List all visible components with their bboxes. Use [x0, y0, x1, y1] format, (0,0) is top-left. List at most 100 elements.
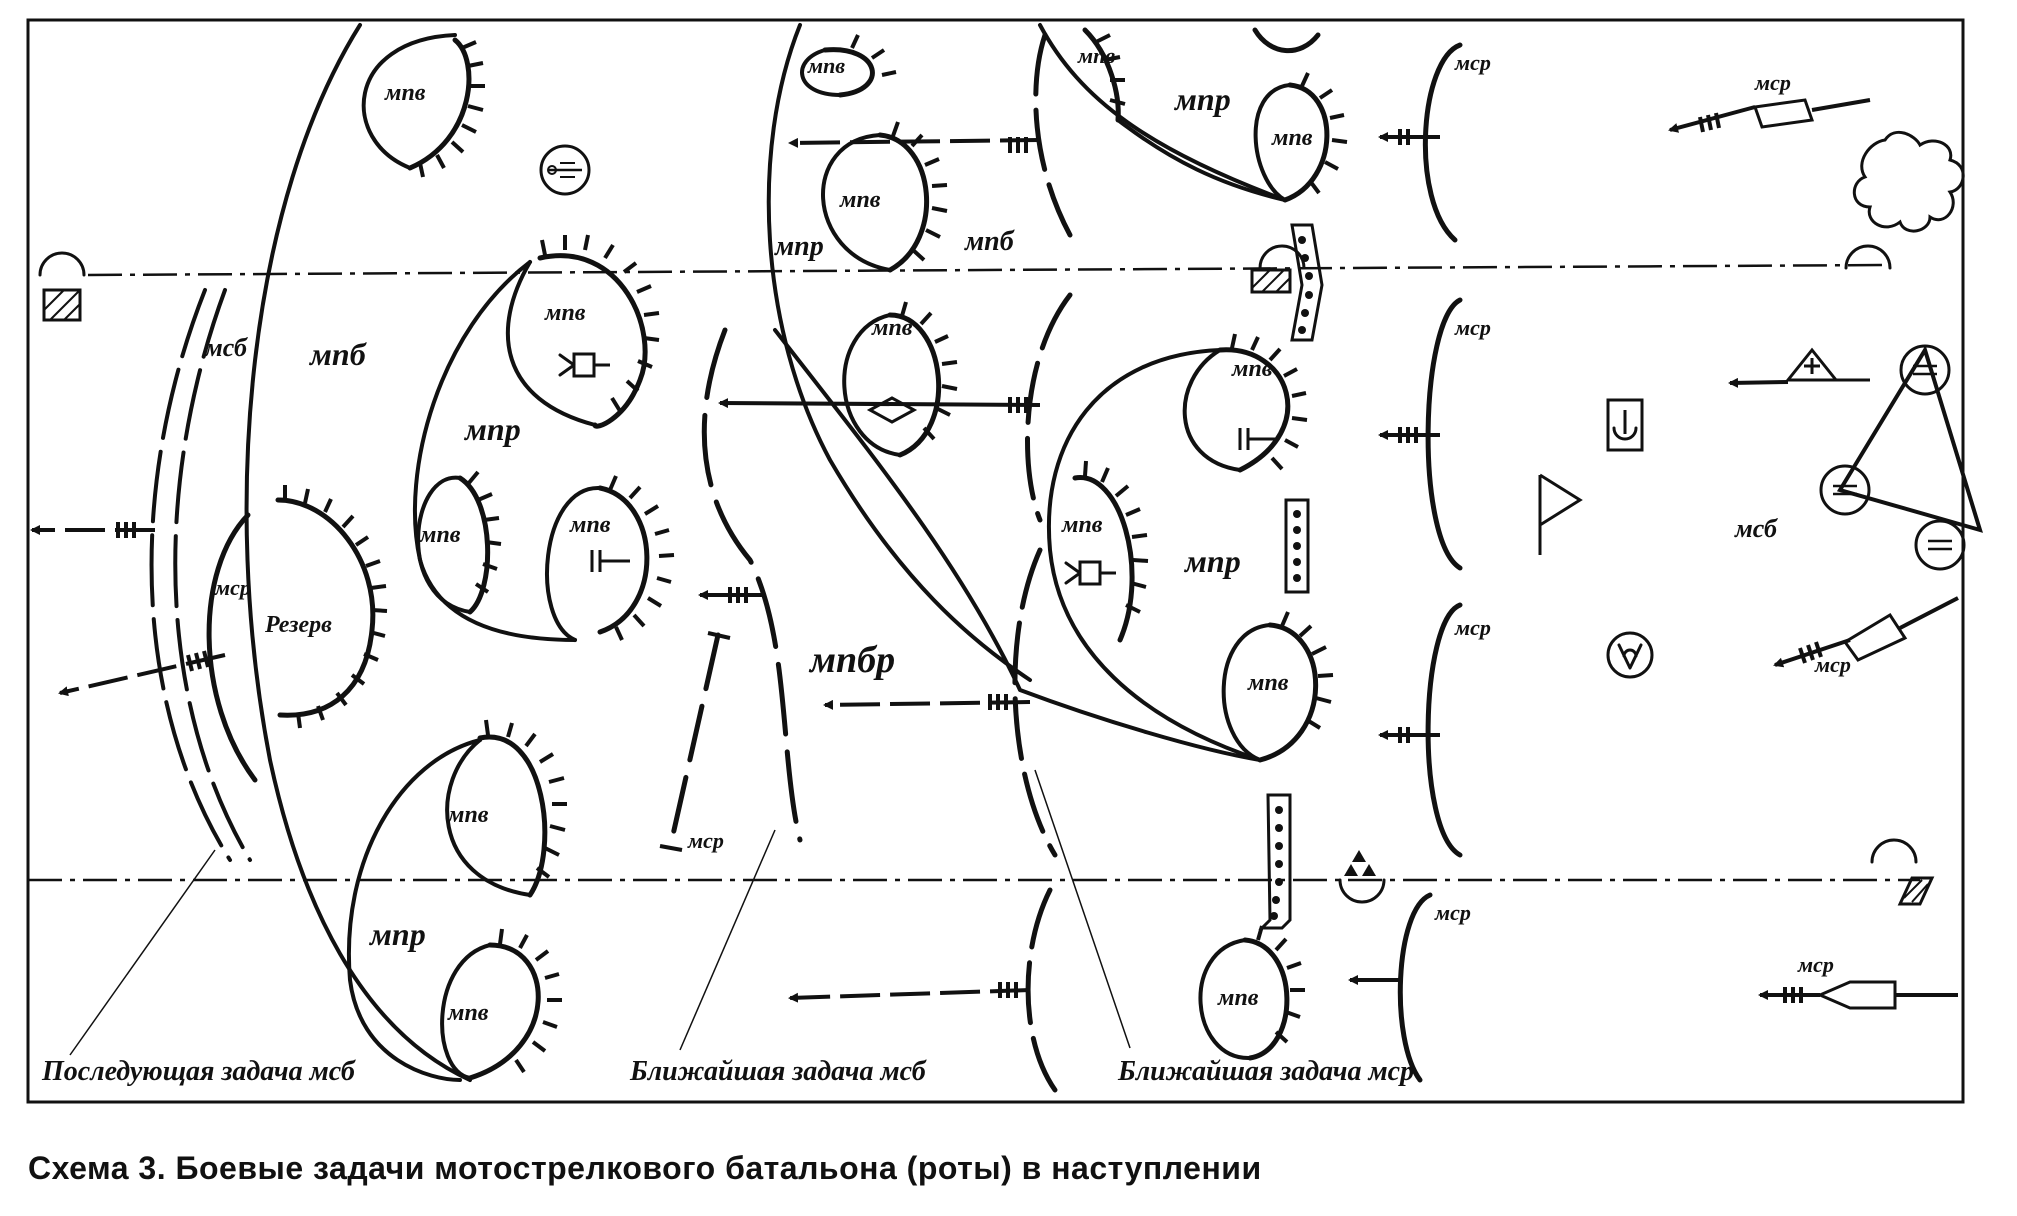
- label-mpb-2: мпб: [308, 336, 368, 372]
- label-mpv-3: мпв: [839, 187, 881, 213]
- reserve-arc: [275, 497, 376, 718]
- msr-dashed-bracket: [667, 632, 721, 851]
- label-msb-left: мсб: [204, 333, 248, 362]
- obstacle-barrier-upper: [1290, 223, 1324, 342]
- obstacle-barrier-middle: [1284, 498, 1310, 594]
- anchor-post-icon: [1606, 398, 1644, 452]
- label-msr-7: мср: [1797, 952, 1834, 977]
- label-mpv-10: мпв: [569, 512, 611, 538]
- msr-bracket-cap-bottom: [659, 844, 683, 852]
- attack-arrows: [30, 129, 1440, 1003]
- label-mpr-2: мпр: [774, 231, 824, 262]
- label-mpr-1: мпр: [1173, 81, 1231, 117]
- label-mpv-15: мпв: [1217, 985, 1259, 1011]
- label-reserve: Резерв: [264, 612, 332, 638]
- subsequent-task-line-outer: [149, 288, 232, 862]
- label-mpv-4: мпв: [1077, 43, 1115, 68]
- label-mpv-1: мпв: [384, 80, 426, 106]
- mpv-position-lower-1: [477, 719, 567, 898]
- label-mpv-2: мпв: [807, 53, 845, 78]
- msr-bracket-cap-top: [707, 631, 731, 640]
- obstacle-barrier-lower: [1258, 793, 1292, 930]
- label-msr-8: мср: [214, 575, 251, 600]
- flag-icon: [1538, 473, 1583, 555]
- post-symbol-lower-center: [1338, 850, 1386, 904]
- mpv-position-right-gun: [1217, 333, 1308, 473]
- mpv-position-bottom-center: [1198, 925, 1305, 1061]
- label-msr-3: мср: [1454, 315, 1491, 340]
- subsequent-task-line-inner: [173, 288, 252, 862]
- immediate-task-msr-line-bottom: [1025, 887, 1058, 1093]
- enemy-column-middle: [1773, 596, 1959, 668]
- mpv-position-left-middle: [416, 470, 502, 615]
- label-mpv-14: мпв: [447, 1000, 489, 1026]
- label-msr-2: мср: [1754, 70, 1791, 95]
- label-msr-4: мср: [1454, 615, 1491, 640]
- top-right-hatched-arc: [1252, 27, 1321, 53]
- label-msr-5: мср: [1814, 652, 1851, 677]
- mpv-position-right-lower: [1221, 611, 1334, 763]
- mpv-position-tank-right: [1064, 460, 1149, 643]
- label-mpr-4: мпр: [1183, 543, 1241, 579]
- mpr-loop-lower-link: [445, 738, 532, 897]
- label-mpr-5: мпр: [368, 916, 426, 952]
- post-symbol-right-lower: [1870, 838, 1935, 906]
- msr-bracket-top-right: [1422, 42, 1463, 243]
- mpv-position-top-right-small: [1082, 27, 1126, 123]
- leader-line-subsequent: [69, 849, 216, 1056]
- mpv-position-gun: [545, 475, 675, 642]
- observation-post-icon: [539, 144, 591, 196]
- immediate-task-msr-line-lower: [1012, 547, 1058, 858]
- command-post-circle-icon: [1606, 631, 1654, 679]
- mpv-position-rhombus: [842, 301, 958, 458]
- label-mpb-1: мпб: [964, 226, 1015, 257]
- enemy-column-top: [1668, 98, 1871, 133]
- leader-line-immediate-msb: [679, 829, 776, 1051]
- mpr-loop-top-right: [1038, 23, 1287, 202]
- explosion-cloud-icon: [1852, 130, 1965, 233]
- upper-boundary-line: [87, 263, 1891, 277]
- label-mpv-11: мпв: [1061, 512, 1103, 538]
- label-msb-right: мсб: [1734, 514, 1778, 543]
- task-subsequent-msb: Последующая задача мсб: [41, 1056, 356, 1087]
- mpv-position-top-left: [361, 33, 485, 178]
- task-immediate-msr: Ближайшая задача мср: [1117, 1056, 1414, 1087]
- mpr-loop-right-center: [1047, 348, 1262, 762]
- mpr-loop-upper-link: [505, 260, 597, 427]
- label-mpr-3: мпр: [463, 411, 521, 447]
- reserve-msr-arc: [206, 512, 258, 783]
- mpv-position-lower-2: [440, 928, 562, 1081]
- label-mpv-7: мпв: [871, 315, 913, 341]
- label-mpv-8: мпв: [1231, 356, 1273, 382]
- label-mpbr: мпбр: [808, 639, 895, 681]
- post-symbol-right-upper: [1844, 244, 1892, 270]
- center-lower-curve: [773, 328, 1262, 762]
- label-mpv-12: мпв: [1247, 670, 1289, 696]
- leader-line-immediate-msr: [1034, 769, 1131, 1049]
- mpv-position-upper-center-small: [800, 34, 897, 98]
- label-msr-1: мср: [1454, 50, 1491, 75]
- label-mpv-6: мпв: [544, 300, 586, 326]
- label-mpv-5: мпв: [1271, 125, 1313, 151]
- figure-caption: Схема 3. Боевые задачи мотострелкового б…: [28, 1150, 1262, 1186]
- immediate-task-msr-line-mid: [1025, 292, 1073, 523]
- mpr-loop-right-center-link: [1182, 348, 1242, 472]
- immediate-task-msb-line: [701, 327, 803, 843]
- map-frame: [26, 18, 1965, 1104]
- msr-bracket-right-3: [1425, 602, 1463, 858]
- mpv-position-top-right: [1253, 72, 1348, 203]
- msr-bracket-right-4: [1397, 892, 1433, 1083]
- enemy-column-bottom: [1758, 980, 1958, 1010]
- reserve-arc-hatches: [283, 485, 388, 729]
- label-msr-6: мср: [1434, 900, 1471, 925]
- mpv-position-tank: [537, 234, 660, 429]
- msr-bracket-right-2: [1425, 297, 1463, 571]
- mpr-loop-top-right-link: [1116, 118, 1287, 202]
- msb-triangle-formation: [1819, 344, 1983, 571]
- immediate-task-msr-line-upper: [1033, 32, 1073, 238]
- center-boundary-curve: [766, 23, 1032, 682]
- label-mpv-9: мпв: [419, 522, 461, 548]
- mine-triangle-icon: [1728, 347, 1870, 388]
- mpr-loop-lower: [346, 738, 482, 1082]
